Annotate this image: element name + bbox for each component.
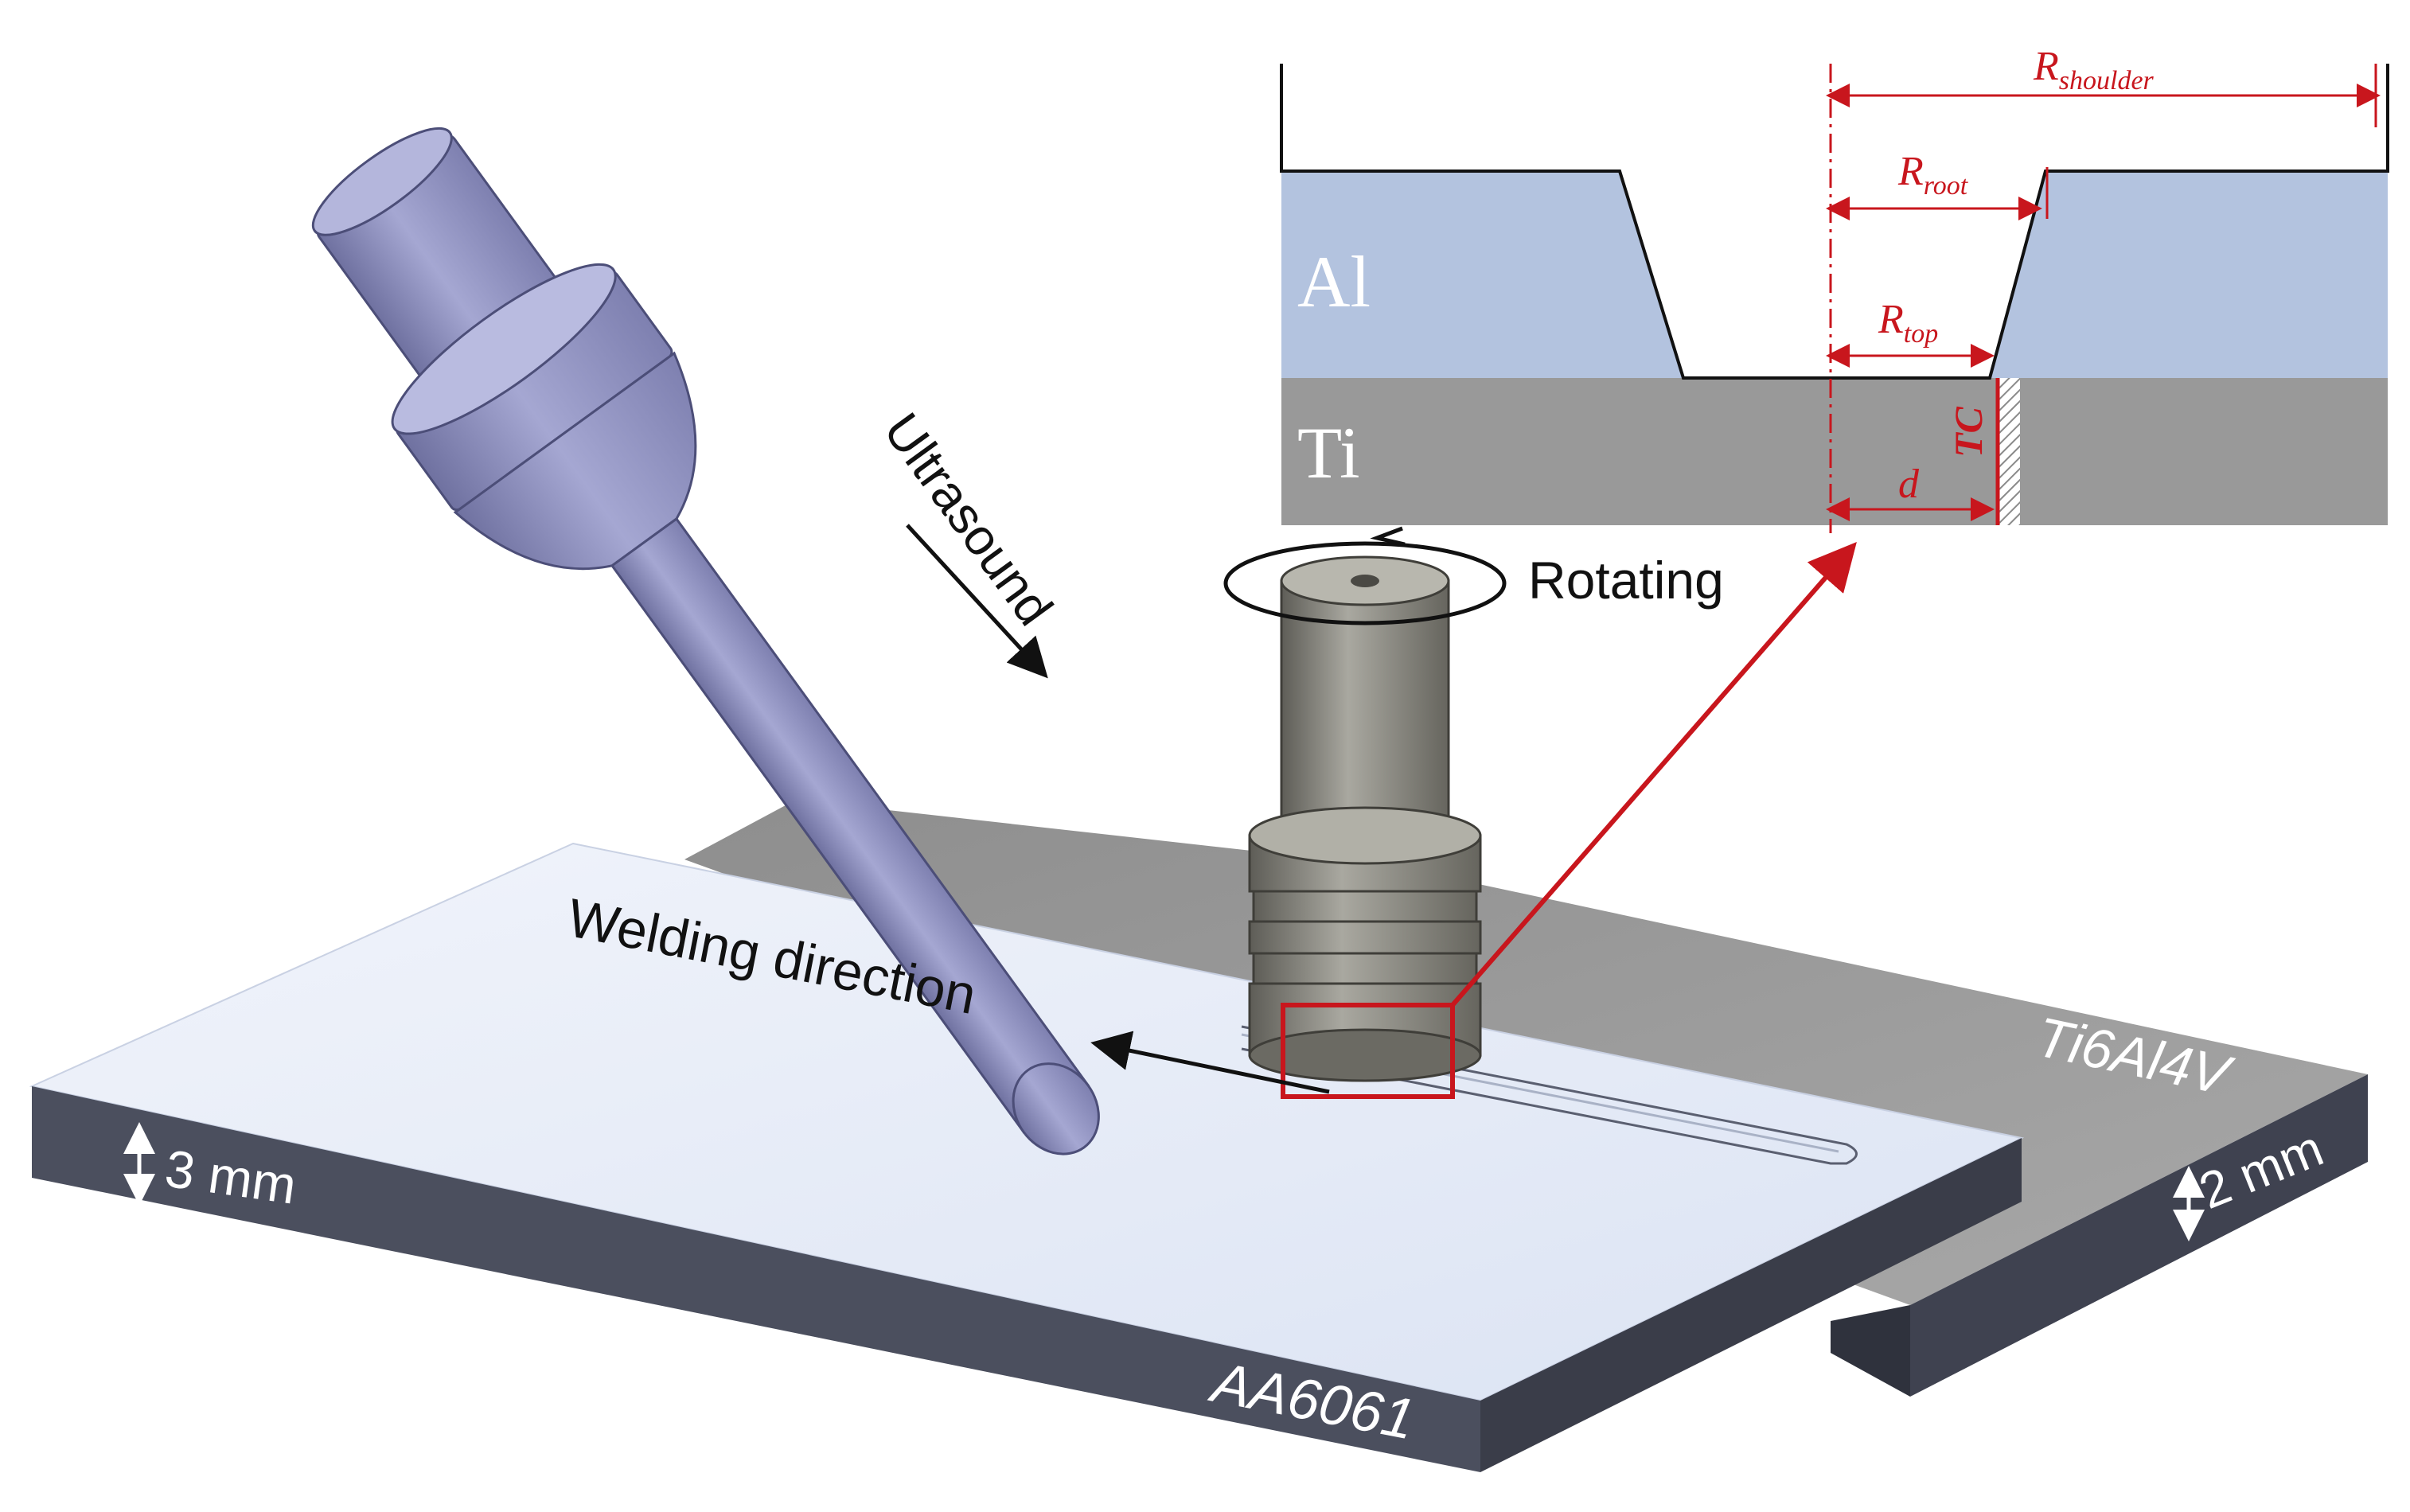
r-root-subscript: root bbox=[1924, 171, 1969, 201]
detail-highlight-box bbox=[1281, 1003, 1455, 1099]
inset-al-layer bbox=[1281, 171, 1683, 378]
r-top-symbol: R bbox=[1878, 297, 1904, 342]
titanium-plate-front bbox=[1910, 1074, 2368, 1397]
r-shoulder-subscript: shoulder bbox=[2059, 66, 2155, 95]
r-root-symbol: R bbox=[1897, 149, 1924, 194]
ultrasound-annotation: Ultrasound bbox=[873, 403, 1064, 679]
aluminum-plate-right-side bbox=[1480, 1138, 2022, 1472]
inset-ti-layer bbox=[1281, 378, 2388, 525]
r-root-label: Rroot bbox=[1897, 149, 1969, 201]
welding-tool bbox=[1248, 555, 1482, 1082]
detail-leader-arrow bbox=[1450, 541, 1857, 1007]
cross-section-inset: Al Ti Rshoulder Rroot Rtop d TC bbox=[1280, 44, 2389, 533]
horn-tip bbox=[1012, 1062, 1100, 1155]
ultrasound-arrow bbox=[906, 524, 1048, 679]
ultrasonic-horn bbox=[311, 127, 1100, 1155]
rotation-ellipse-arrow-icon bbox=[1223, 526, 1507, 625]
weld-groove bbox=[1241, 1025, 1858, 1165]
aluminum-plate-left-side bbox=[32, 1086, 1480, 1472]
r-top-subscript: top bbox=[1904, 319, 1938, 349]
inset-tc-hatch bbox=[1998, 378, 2020, 525]
inset-ti-label: Ti bbox=[1297, 412, 1360, 493]
r-shoulder-label: Rshoulder bbox=[2033, 44, 2155, 95]
inset-al-label: Al bbox=[1297, 241, 1371, 322]
r-top-label: Rtop bbox=[1878, 297, 1938, 349]
r-shoulder-symbol: R bbox=[2033, 44, 2059, 89]
tc-label: TC bbox=[1946, 406, 1991, 458]
titanium-plate-bottom-step bbox=[1831, 1305, 1910, 1397]
ultrasound-label: Ultrasound bbox=[873, 403, 1064, 636]
inset-al-layer-right bbox=[1990, 171, 2388, 378]
welding-direction-arrow bbox=[1090, 1031, 1330, 1094]
d-label: d bbox=[1898, 462, 1920, 507]
rotating-label: Rotating bbox=[1528, 551, 1724, 610]
inset-tool-profile bbox=[1280, 64, 2389, 380]
